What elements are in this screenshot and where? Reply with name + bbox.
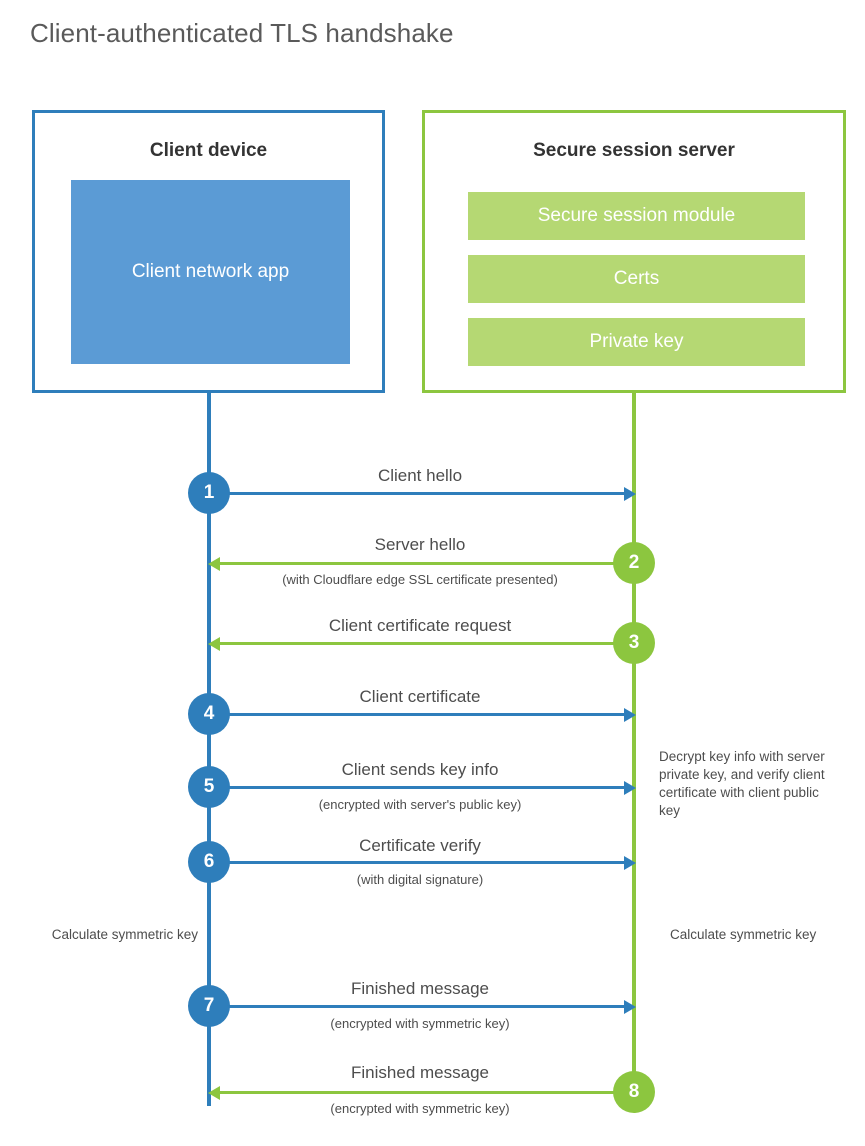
step-6-arrow	[209, 855, 636, 870]
step-8-main-label: Finished message	[351, 1063, 489, 1082]
step-8-arrow	[208, 1085, 634, 1100]
server-item-certs: Certs	[468, 255, 805, 303]
step-7-main-label: Finished message	[351, 979, 489, 998]
arrowhead-right-icon	[624, 707, 636, 722]
step-circle-8[interactable]: 8	[613, 1071, 655, 1113]
secure-session-server-title: Secure session server	[533, 140, 735, 161]
step-circle-1[interactable]: 1	[188, 472, 230, 514]
step-circle-7[interactable]: 7	[188, 985, 230, 1027]
arrowhead-right-icon	[624, 780, 636, 795]
step-6-sub-label: (with digital signature)	[356, 872, 484, 887]
client-lifeline	[207, 390, 211, 1106]
step-5-arrow	[209, 780, 636, 795]
step-5-sub-label: (encrypted with server's public key)	[318, 797, 522, 812]
step-6-main-label: Certificate verify	[359, 836, 481, 855]
server-item-secure-session-module: Secure session module	[468, 192, 805, 240]
step-circle-5[interactable]: 5	[188, 766, 230, 808]
client-network-app-box: Client network app	[71, 180, 350, 364]
server-lifeline	[632, 390, 636, 1092]
step-8-sub-label: (encrypted with symmetric key)	[330, 1101, 510, 1116]
step-7-sub-label: (encrypted with symmetric key)	[330, 1016, 510, 1031]
step-circle-6[interactable]: 6	[188, 841, 230, 883]
arrowhead-left-icon	[208, 636, 220, 651]
step-2-sub-label: (with Cloudflare edge SSL certificate pr…	[282, 572, 558, 587]
step-3-arrow	[208, 636, 634, 651]
arrowhead-left-icon	[208, 1085, 220, 1100]
arrowhead-right-icon	[624, 999, 636, 1014]
step-3-main-label: Client certificate request	[328, 616, 512, 635]
step-2-arrow	[208, 556, 634, 571]
step-2-main-label: Server hello	[374, 535, 466, 554]
step-circle-4[interactable]: 4	[188, 693, 230, 735]
step-circle-2[interactable]: 2	[613, 542, 655, 584]
step-circle-3[interactable]: 3	[613, 622, 655, 664]
arrowhead-right-icon	[624, 855, 636, 870]
page-title: Client-authenticated TLS handshake	[30, 18, 454, 48]
server-item-private-key: Private key	[468, 318, 805, 366]
step-1-main-label: Client hello	[377, 466, 463, 485]
step-4-arrow	[209, 707, 636, 722]
client-device-panel: Client device Client network app	[32, 110, 385, 393]
arrowhead-left-icon	[208, 556, 220, 571]
note-calculate-symmetric-key-server: Calculate symmetric key	[670, 927, 817, 942]
arrowhead-right-icon	[624, 486, 636, 501]
secure-session-server-panel: Secure session server Secure session mod…	[422, 110, 846, 393]
client-device-title: Client device	[149, 140, 268, 161]
note-decrypt-key-info: Decrypt key info with server private key…	[659, 749, 825, 818]
note-calculate-symmetric-key-client: Calculate symmetric key	[51, 927, 198, 942]
step-1-arrow	[209, 486, 636, 501]
step-7-arrow	[209, 999, 636, 1014]
step-5-main-label: Client sends key info	[341, 760, 499, 779]
step-4-main-label: Client certificate	[359, 687, 481, 706]
